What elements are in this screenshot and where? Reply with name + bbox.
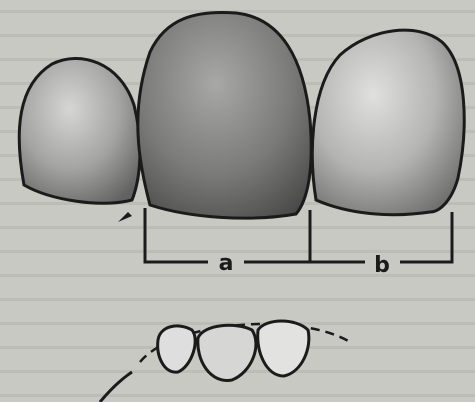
label-b: b (374, 253, 390, 278)
central-incisor (138, 12, 311, 218)
left-lateral-incisor (19, 58, 140, 203)
label-a: a (219, 251, 234, 276)
